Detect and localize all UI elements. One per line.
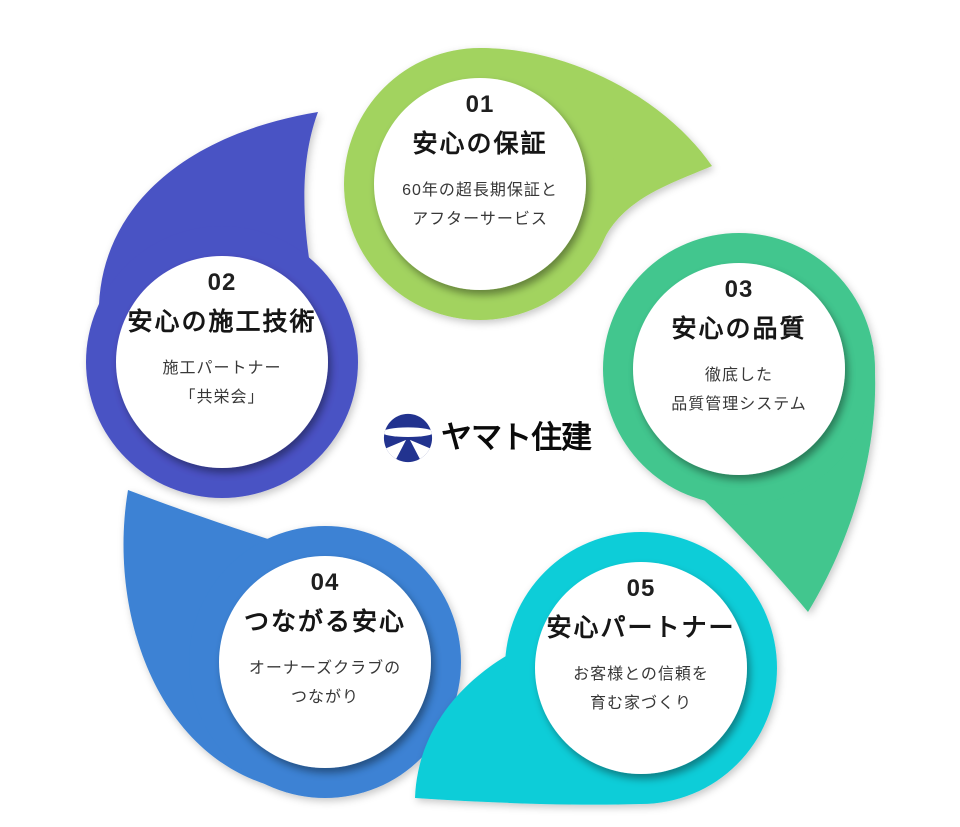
node-05-number: 05 [626, 575, 656, 602]
logo-band [383, 427, 433, 438]
node-03-desc-line1: 徹底した [704, 367, 773, 384]
logo-left-slot [383, 439, 407, 463]
node-05-desc-line1: お客様との信頼を [573, 666, 709, 683]
node-01-inner-circle [374, 78, 586, 290]
node-04-title: つながる安心 [243, 608, 406, 636]
logo-y-cutout [383, 427, 433, 463]
node-01-desc-line2: アフターサービス [412, 211, 548, 228]
node-05: 05 安心パートナー お客様との信頼を 育む家づくり [535, 562, 747, 774]
node-04-desc-line2: つながり [290, 689, 359, 706]
node-03-title: 安心の品質 [671, 315, 807, 343]
node-03-desc-line2: 品質管理システム [671, 396, 807, 413]
node-03-teardrop [603, 233, 876, 612]
node-05-desc-line2: 育む家づくり [589, 695, 692, 712]
brand-name: ヤマト住建 [441, 420, 592, 455]
node-04-teardrop [123, 490, 461, 798]
logo-right-slot [409, 439, 433, 463]
node-04-description: オーナーズクラブの つながり [249, 654, 401, 712]
node-05-title: 安心パートナー [546, 614, 736, 642]
node-02-number: 02 [207, 269, 237, 296]
yamato-logo-mark-icon [383, 413, 433, 463]
node-02-teardrop [86, 112, 358, 498]
node-01-desc-line1: 60年の超長期保証と [402, 182, 558, 199]
node-02-title: 安心の施工技術 [127, 308, 317, 336]
node-01-number: 01 [465, 91, 495, 118]
node-02-inner-circle [116, 256, 328, 468]
node-03-description: 徹底した 品質管理システム [671, 361, 807, 419]
node-03-number: 03 [724, 276, 754, 303]
node-02-desc-line2: 「共栄会」 [179, 389, 265, 406]
node-02-description: 施工パートナー 「共栄会」 [162, 354, 281, 412]
node-01-teardrop [344, 48, 712, 320]
node-01-title: 安心の保証 [412, 130, 548, 158]
node-01: 01 安心の保証 60年の超長期保証と アフターサービス [374, 78, 586, 290]
node-02: 02 安心の施工技術 施工パートナー 「共栄会」 [116, 256, 328, 468]
node-03: 03 安心の品質 徹底した 品質管理システム [633, 263, 845, 475]
node-02-desc-line1: 施工パートナー [162, 360, 282, 377]
node-05-description: お客様との信頼を 育む家づくり [573, 660, 709, 718]
node-03-inner-circle [633, 263, 845, 475]
node-05-teardrop [415, 532, 777, 805]
node-05-inner-circle [535, 562, 747, 774]
node-04: 04 つながる安心 オーナーズクラブの つながり [219, 556, 431, 768]
node-04-desc-line1: オーナーズクラブの [248, 660, 402, 677]
node-04-number: 04 [310, 569, 340, 596]
node-04-inner-circle [219, 556, 431, 768]
yamato-juken-logo: ヤマト住建 [382, 411, 592, 465]
node-01-description: 60年の超長期保証と アフターサービス [402, 176, 558, 234]
